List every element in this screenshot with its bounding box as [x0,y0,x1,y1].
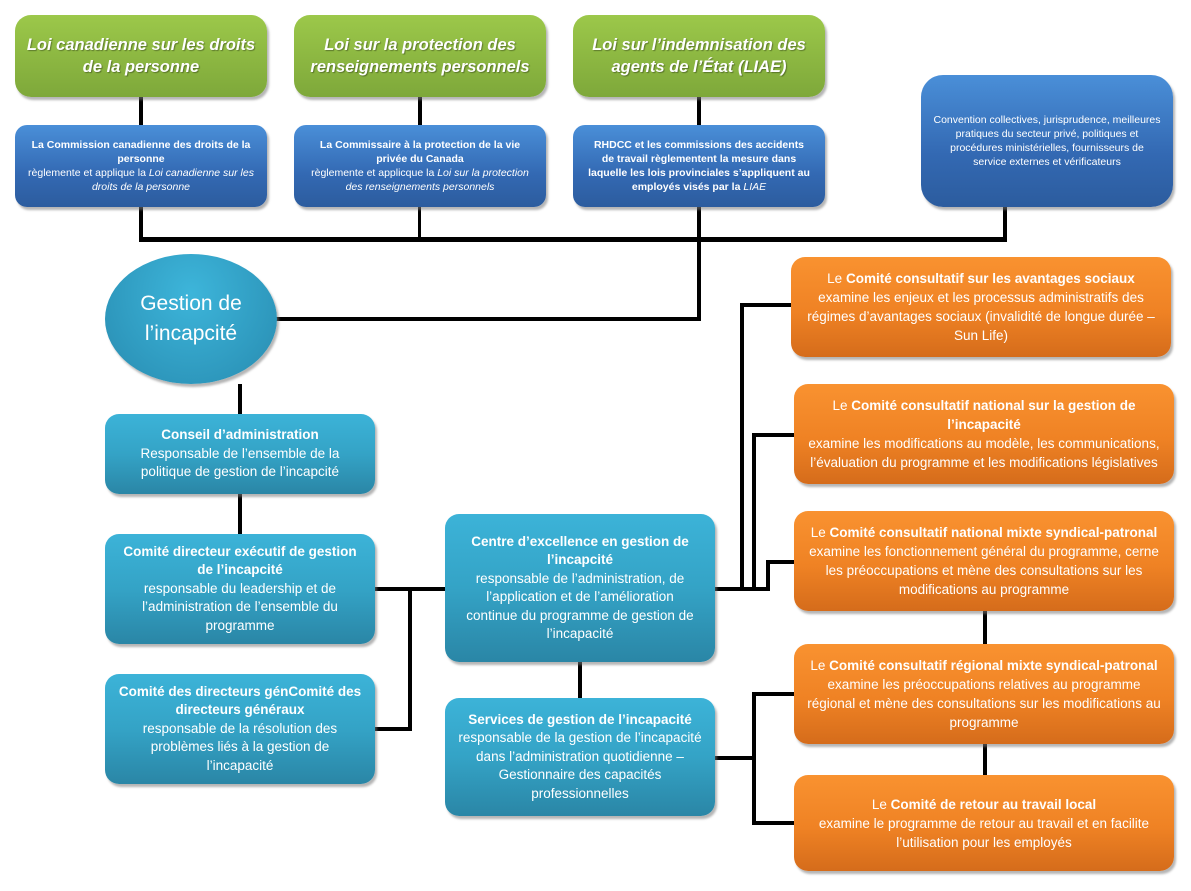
regulator-action: règlemente et applicque la [311,167,438,179]
regulator-box-human-rights-commission: La Commission canadienne des droits de l… [15,125,267,207]
connector-line [714,756,756,760]
regulator-box-privacy-commissioner: La Commissaire à la protection de la vie… [294,125,546,207]
connector-line [238,384,242,416]
box-title: Conseil d’administration [161,427,319,443]
regulator-name: RHDCC et les commissions des accidents d… [588,139,810,193]
connector-line [766,560,794,564]
regulator-name: La Commissaire à la protection de la vie… [319,139,521,165]
committee-prefix: Le [810,525,830,540]
committee-national-union-management-box: Le Comité consultatif national mixte syn… [794,511,1174,611]
committee-prefix: Le [810,658,830,673]
connector-line [740,303,792,307]
connector-line [276,317,701,321]
connector-line [697,96,701,126]
law-title: Loi sur la protection des renseignements… [310,36,530,76]
box-description: responsable de l’administration, de l’ap… [466,570,694,642]
committee-description: examine les fonctionnement général du pr… [809,544,1159,597]
regulator-box-hrsdc: RHDCC et les commissions des accidents d… [573,125,825,207]
connector-line [578,660,582,702]
regulator-law: Loi sur la protection des renseignements… [345,167,529,193]
box-title: Centre d’excellence en gestion de l’inca… [471,533,689,568]
committee-description: examine les préoccupations relatives au … [807,677,1161,730]
connector-line [139,96,143,126]
box-description: Responsable de l’ensemble de la politiqu… [140,445,340,480]
box-description: responsable de la résolution des problèm… [142,720,338,773]
committee-prefix: Le [871,796,891,812]
committee-name: Comité consultatif national mixte syndic… [829,525,1158,540]
other-sources-text: Convention collectives, jurisprudence, m… [933,114,1161,168]
connector-line [983,744,987,776]
committee-name: Comité de retour au travail local [890,796,1097,812]
committee-name: Comité consultatif national sur la gesti… [851,398,1136,432]
committee-description: examine les enjeux et les processus admi… [807,290,1155,343]
regulator-law: Loi canadienne sur les droits de la pers… [91,167,254,193]
connector-line [740,303,744,591]
regulator-law: LIAE [743,181,767,193]
connector-line [697,205,701,321]
law-box-human-rights: Loi canadienne sur les droits de la pers… [15,15,267,97]
connector-line [752,433,794,437]
other-sources-box: Convention collectives, jurisprudence, m… [921,75,1173,207]
connector-line [139,237,1007,242]
connector-line [983,609,987,645]
committee-name: Comité consultatif régional mixte syndic… [829,658,1158,673]
connector-line [752,433,756,591]
committee-benefits-box: Le Comité consultatif sur les avantages … [791,257,1171,357]
regulator-action: règlemente et applique la [28,167,149,179]
disability-management-services-box: Services de gestion de l’incapacité respo… [445,698,715,816]
committee-prefix: Le [832,398,852,413]
box-description: responsable du leadership et de l’admini… [142,580,338,633]
committee-return-to-work-box: Le Comité de retour au travail local exam… [794,775,1174,871]
regulator-name: La Commission canadienne des droits de l… [31,139,251,165]
connector-line [1003,205,1007,241]
committee-national-disability-box: Le Comité consultatif national sur la ge… [794,384,1174,484]
law-box-compensation: Loi sur l’indemnisation des agents de l’… [573,15,825,97]
executive-steering-committee-box: Comité directeur exécutif de gestion de … [105,534,375,644]
central-node-disability-management: Gestion de l’incapcité [105,254,277,384]
connector-line [418,205,421,241]
connector-line [766,560,770,591]
central-node-label: Gestion de l’incapcité [140,292,242,345]
committee-name: Comité consultatif sur les avantages soc… [845,271,1135,286]
law-box-privacy: Loi sur la protection des renseignements… [294,15,546,97]
law-title: Loi sur l’indemnisation des agents de l’… [592,36,806,76]
directors-general-committee-box: Comité des directeurs génComité des dire… [105,674,375,784]
box-title: Services de gestion de l’incapacité [468,711,692,727]
connector-line [752,692,756,824]
committee-description: examine les modifications au modèle, les… [808,436,1160,470]
law-title: Loi canadienne sur les droits de la pers… [26,36,256,76]
committee-description: examine le programme de retour au travai… [818,815,1150,850]
centre-of-excellence-box: Centre d’excellence en gestion de l’inca… [445,514,715,662]
connector-line [238,494,242,536]
connector-line [418,96,422,126]
connector-line [374,727,412,731]
committee-prefix: Le [827,271,846,286]
committee-regional-union-management-box: Le Comité consultatif régional mixte syn… [794,644,1174,744]
connector-line [752,692,794,696]
connector-line [139,205,143,241]
connector-line [752,821,794,825]
box-title: Comité directeur exécutif de gestion de … [123,543,357,578]
box-title: Comité des directeurs génComité des dire… [118,683,362,718]
box-description: responsable de la gestion de l’incapacit… [458,730,702,801]
connector-line [408,587,412,730]
